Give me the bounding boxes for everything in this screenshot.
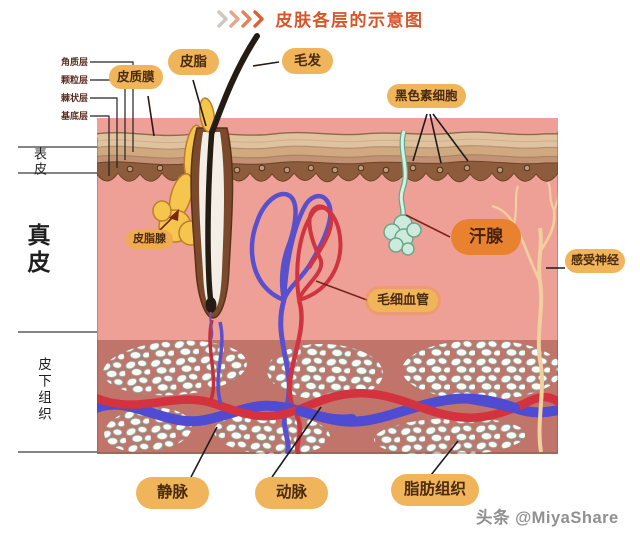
badge-artery: 动脉 — [255, 477, 329, 509]
watermark-credit: 头条 @MiyaShare — [476, 509, 619, 527]
illustration-border — [97, 131, 558, 454]
badge-sebaceous-gland: 皮脂腺 — [126, 230, 173, 249]
sublayer-bracket-lines — [90, 61, 134, 176]
vein-weave — [295, 406, 357, 425]
badge-capillaries: 毛细血管 — [368, 289, 439, 312]
hair-shaft-above-skin — [209, 33, 260, 135]
badge-fat-tissue: 脂肪组织 — [391, 474, 480, 506]
sebaceous-arrowhead — [169, 209, 179, 221]
layer-boundary-lines — [18, 146, 97, 453]
artery-vessel — [97, 388, 558, 422]
follicle-vessels — [208, 319, 224, 405]
page-header: 皮肤各层的示意图 — [0, 6, 640, 31]
capillary-loops — [249, 191, 343, 303]
epidermis-bands — [97, 131, 558, 183]
vein-weave — [465, 394, 520, 413]
sublayer-stratum-granulosum: 颗粒层 — [60, 75, 88, 85]
hair-bulb — [205, 297, 217, 313]
badge-sensory-nerve: 感受神经 — [565, 249, 626, 273]
label-subcutaneous-tissue: 皮下组织 — [36, 357, 51, 423]
label-epidermis: 表皮 — [32, 147, 47, 177]
hair-follicle-sheath — [199, 132, 224, 310]
title-chevrons-icon — [216, 9, 264, 28]
sublayer-stratum-basale: 基底层 — [60, 111, 88, 121]
badge-cuticle-film: 皮质膜 — [109, 65, 163, 90]
melanocyte-dots — [126, 164, 531, 174]
bulb-vessel — [209, 311, 214, 341]
leader-lines — [147, 61, 565, 478]
sublayer-stratum-corneum: 角质层 — [60, 57, 88, 67]
badge-sweat-gland: 汗腺 — [451, 219, 521, 255]
sublayer-stratum-spinosum: 棘状层 — [60, 93, 88, 103]
badge-sebum: 皮脂 — [168, 49, 219, 75]
badge-melanocytes: 黑色素细胞 — [387, 84, 466, 109]
page-title: 皮肤各层的示意图 — [275, 11, 424, 30]
label-dermis: 真皮 — [24, 223, 50, 277]
sweat-gland — [383, 130, 422, 256]
badge-vein: 静脉 — [136, 477, 210, 509]
epidermis-sublayer-labels: 角质层 颗粒层 棘状层 基底层 — [42, 55, 88, 127]
badge-hair: 毛发 — [282, 48, 333, 74]
